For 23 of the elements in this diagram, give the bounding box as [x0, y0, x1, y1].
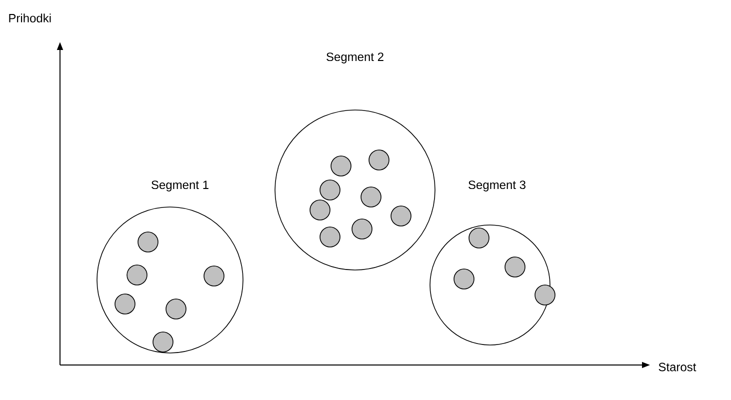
- data-point: [454, 268, 474, 290]
- node-label: Segment 3: [468, 180, 526, 192]
- data-point: [310, 200, 330, 220]
- node-label: Segment 1: [152, 180, 208, 192]
- data-point: [152, 332, 174, 352]
- data-point: [504, 256, 526, 278]
- data-point: [114, 294, 136, 314]
- data-point: [126, 264, 148, 286]
- axis-label: Prihodki: [9, 14, 51, 22]
- data-point: [138, 232, 158, 252]
- data-point: [360, 186, 382, 208]
- data-point: [204, 266, 224, 286]
- data-point: [352, 218, 372, 240]
- data-point: [320, 180, 340, 200]
- data-point: [368, 150, 390, 170]
- data-point: [534, 284, 556, 306]
- data-point: [320, 226, 340, 248]
- data-point: [166, 298, 186, 320]
- axis-label: Starost: [658, 362, 696, 372]
- data-point: [390, 206, 412, 226]
- data-point: [330, 156, 352, 176]
- node-label: Segment 2: [326, 52, 384, 64]
- data-point: [468, 228, 490, 248]
